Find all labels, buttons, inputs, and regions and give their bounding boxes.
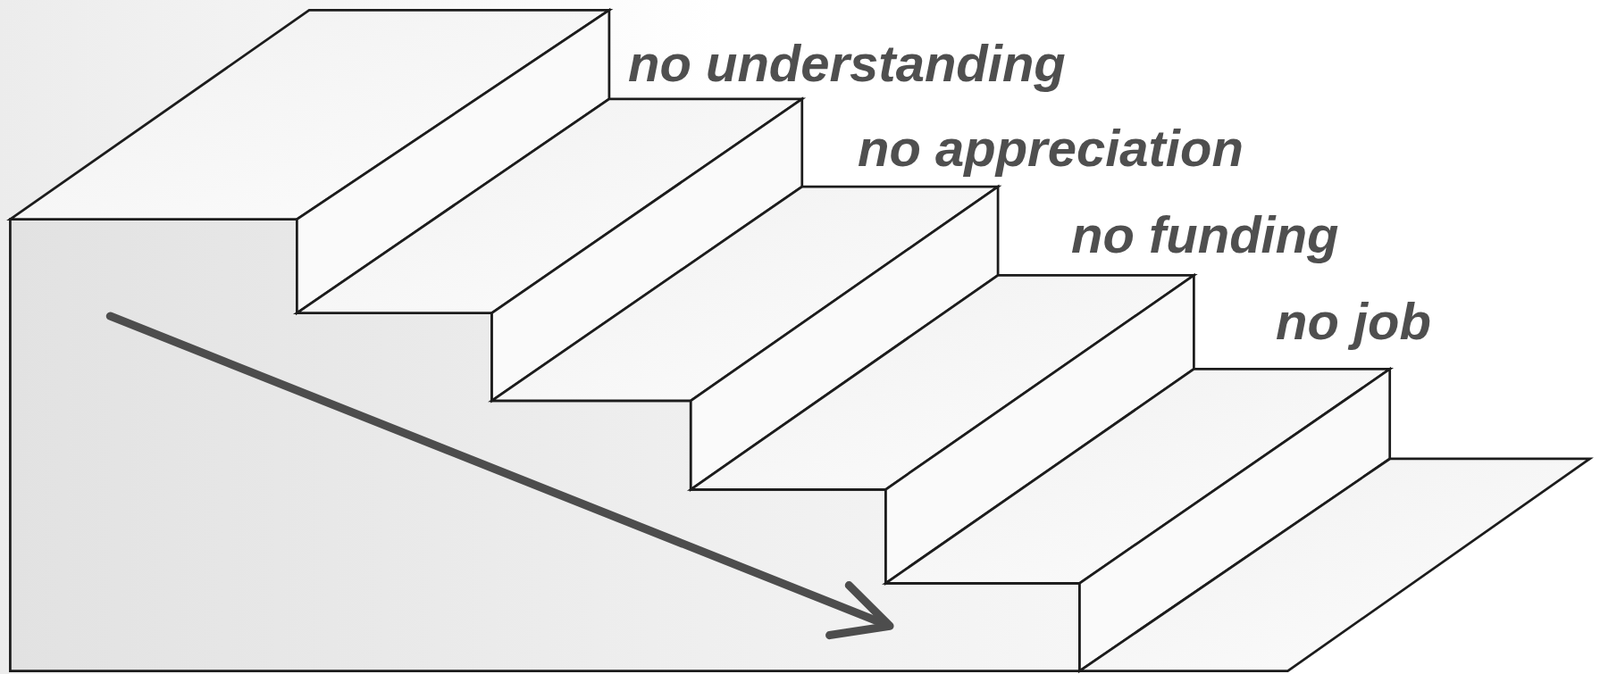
arrow-head [829, 586, 890, 637]
step-label: no funding [1071, 209, 1340, 261]
step-label: no job [1275, 295, 1432, 348]
stairs [9, 9, 1590, 671]
stair-tread [1079, 459, 1590, 672]
downward-arrow [109, 316, 890, 637]
arrow-shaft [109, 316, 880, 623]
step-label: no understanding [628, 37, 1066, 90]
step-label: no appreciation [857, 122, 1244, 175]
